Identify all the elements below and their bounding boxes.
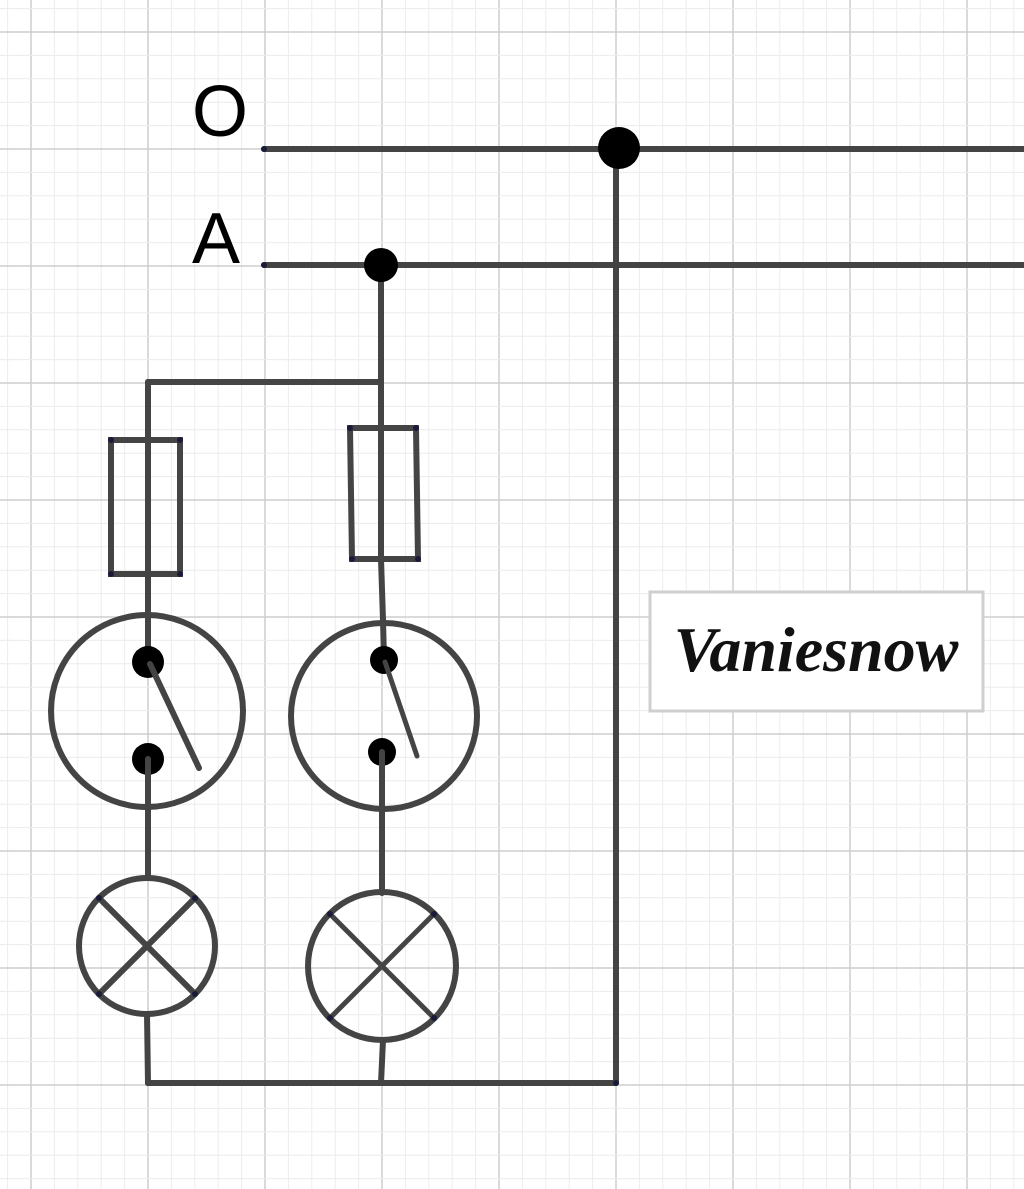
branch-1 [48, 379, 246, 1086]
junction-node-a [364, 248, 398, 282]
branch-2 [288, 379, 480, 1086]
junction-node-o [598, 127, 640, 169]
watermark-text: Vaniesnow [674, 614, 959, 685]
rail-a-label: A [192, 199, 240, 279]
fuse-2 [346, 425, 422, 562]
watermark: Vaniesnow [648, 590, 985, 713]
switch-2 [288, 617, 480, 812]
rail-o [261, 146, 1024, 152]
rail-o-label: O [192, 72, 248, 152]
